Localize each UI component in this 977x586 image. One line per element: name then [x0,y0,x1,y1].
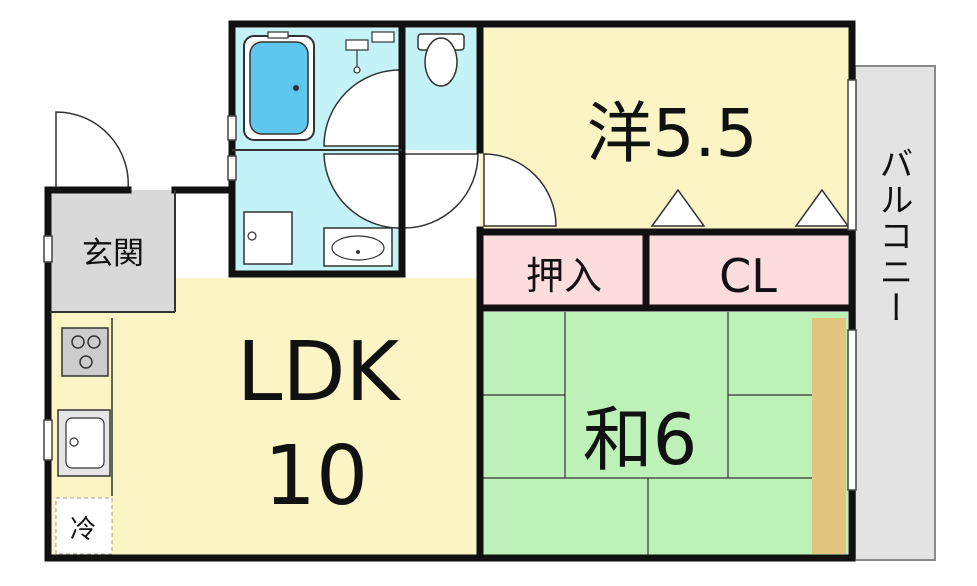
windows [43,79,857,491]
balcony-area [854,65,936,561]
japanese-room-label: 和6 [583,399,698,481]
balcony-label: バルコニー [873,146,913,326]
fridge-label: 冷 [70,515,96,545]
ldk-label-line2: 10 [264,429,368,524]
entrance-label: 玄関 [82,236,144,272]
tatami-lines [482,312,812,556]
vanity-sink [323,227,393,267]
bathtub [243,35,315,141]
ldk-label-line1: LDK [237,325,402,420]
tatami-edge-strip [812,318,846,554]
closet-door-marks [650,188,850,227]
closet-label: CL [719,249,777,303]
oshiire-label: 押入 [526,254,602,298]
kitchen-stove [61,327,109,377]
door-swings [55,69,557,229]
bath-faucet [267,31,289,39]
kitchen-sink [57,409,111,477]
western-room-label: 洋5.5 [587,95,758,172]
fridge-area [55,497,113,555]
closet-area [648,234,848,306]
thin-partitions [50,149,402,313]
japanese-room-area [482,312,848,556]
shower-fixture [345,39,369,74]
entrance-area [50,190,175,312]
oshiire-area [482,234,644,306]
walls [44,20,856,562]
wall-shelf [371,31,395,43]
toilet [417,33,465,87]
washing-machine-pan [243,211,293,265]
